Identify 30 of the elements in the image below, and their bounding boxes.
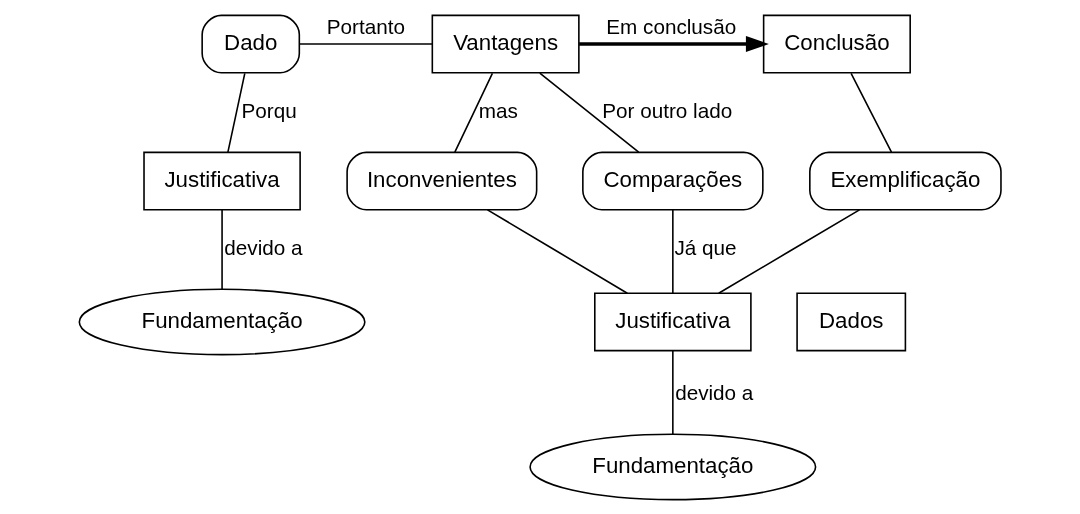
node-box: Dado <box>201 14 301 73</box>
node-box: Exemplificação <box>809 151 1002 210</box>
arrow <box>579 35 769 52</box>
connector <box>539 71 640 153</box>
connector <box>299 42 433 45</box>
connector <box>454 72 494 153</box>
connector <box>486 208 629 294</box>
edge-label: devido a <box>675 380 754 404</box>
edge-label: devido a <box>224 235 303 259</box>
connector <box>850 72 893 153</box>
node-box: Conclusão <box>762 14 911 73</box>
edge-label: Portanto <box>326 14 405 38</box>
node-ellipse: Fundamentação <box>529 433 817 500</box>
edge-label: mas <box>478 98 518 122</box>
connector <box>672 349 674 435</box>
node-box: Justificativa <box>594 292 752 351</box>
node-box: Comparações <box>582 151 764 210</box>
node-box: Vantagens <box>431 14 580 73</box>
edge-label: Por outro lado <box>602 98 733 122</box>
connector <box>717 208 861 294</box>
node-ellipse: Fundamentação <box>78 288 366 355</box>
connector <box>227 72 246 153</box>
connector <box>672 208 674 294</box>
node-box: Justificativa <box>143 151 301 210</box>
edge-label: Em conclusão <box>606 14 737 38</box>
node-box: Inconvenientes <box>346 151 538 210</box>
edge-label: Porqu <box>241 98 297 122</box>
node-box: Dados <box>796 292 907 351</box>
edge-label: Já que <box>674 235 737 259</box>
connector <box>221 208 223 290</box>
